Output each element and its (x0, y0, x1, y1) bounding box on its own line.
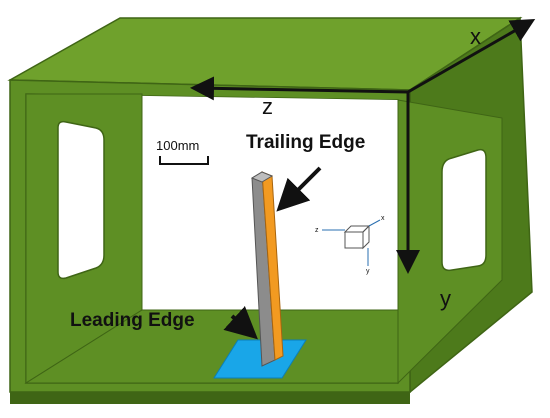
z-axis-label: z (262, 94, 273, 119)
x-axis-label: x (470, 24, 481, 49)
triad-y-label: y (366, 268, 370, 275)
blade-top-cap (250, 171, 274, 183)
coordinate-triad-icon (322, 219, 381, 266)
scale-bar-label: 100mm (156, 138, 199, 153)
leading-edge-arrow (223, 306, 258, 340)
left-window (57, 120, 105, 280)
trailing-edge-label: Trailing Edge (246, 132, 365, 153)
leading-edge-label: Leading Edge (70, 310, 195, 331)
trailing-edge-arrow (276, 166, 322, 212)
box-front-bottom-edge (10, 392, 410, 404)
triad-x-label: x (381, 215, 385, 222)
right-window (441, 148, 487, 272)
z-axis-arrow (190, 76, 409, 101)
scale-bar (159, 156, 209, 165)
y-axis-label: y (440, 286, 451, 311)
x-axis-arrow (407, 19, 536, 94)
triad-z-label: z (315, 227, 319, 234)
